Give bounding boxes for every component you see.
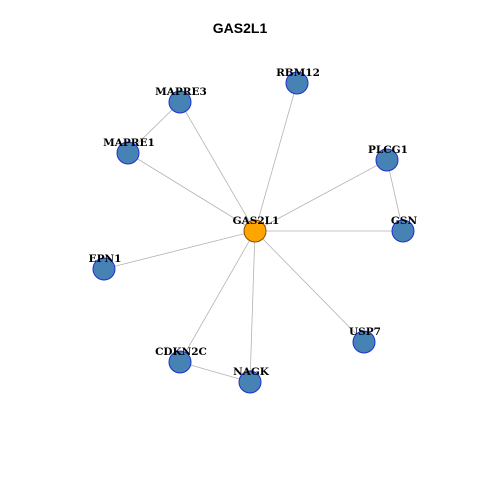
node-label-usp7: USP7 (349, 326, 381, 338)
node-label-cdkn2c: CDKN2C (155, 346, 207, 358)
node-nagk (238, 370, 262, 394)
node-usp7 (352, 330, 376, 354)
edge-gas2l1-mapre3 (179, 101, 256, 232)
node-cdkn2c (168, 350, 192, 374)
node-gsn (391, 219, 415, 243)
edge-gas2l1-epn1 (103, 230, 256, 270)
edge-mapre3-mapre1 (127, 101, 181, 154)
edge-gas2l1-mapre1 (127, 152, 256, 232)
node-rbm12 (285, 71, 309, 95)
node-label-mapre1: MAPRE1 (103, 137, 155, 149)
edges-layer (103, 82, 404, 383)
edge-gas2l1-rbm12 (254, 82, 298, 232)
edge-gas2l1-cdkn2c (179, 230, 256, 363)
node-label-nagk: NAGK (233, 366, 270, 378)
node-label-gas2l1: GAS2L1 (233, 215, 280, 227)
node-label-rbm12: RBM12 (276, 67, 320, 79)
node-label-plcg1: PLCG1 (368, 144, 408, 156)
figure-title: GAS2L1 (212, 20, 268, 36)
edge-gas2l1-usp7 (254, 230, 365, 343)
node-label-mapre3: MAPRE3 (155, 86, 207, 98)
node-plcg1 (375, 148, 399, 172)
node-label-epn1: EPN1 (89, 253, 122, 265)
edge-gas2l1-plcg1 (254, 159, 388, 232)
nodes-layer (92, 71, 415, 394)
node-epn1 (92, 257, 116, 281)
node-label-gsn: GSN (391, 215, 418, 227)
edge-gas2l1-nagk (249, 230, 256, 383)
edge-cdkn2c-nagk (179, 361, 251, 383)
node-mapre1 (116, 141, 140, 165)
node-gas2l1 (243, 219, 267, 243)
node-mapre3 (168, 90, 192, 114)
edge-plcg1-gsn (386, 159, 404, 232)
